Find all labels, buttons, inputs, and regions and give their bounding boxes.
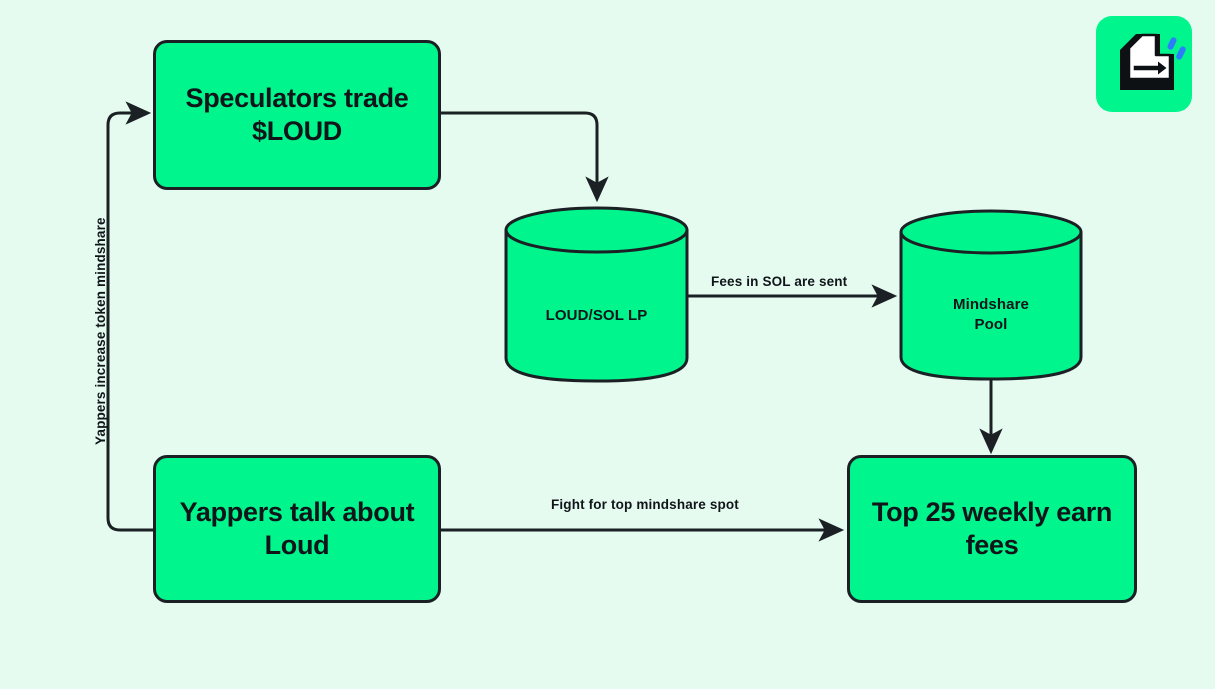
node-label-loud-sol-lp: LOUD/SOL LP <box>545 307 648 324</box>
node-speculators-trade-loud[interactable]: Speculators trade$LOUD <box>153 40 441 190</box>
edge-label-yappers-increase-token-mindshare: Yappers increase token mindshare <box>93 217 108 445</box>
cylinder-loud-sol-lp <box>504 206 689 383</box>
logo-accent-marks <box>1167 37 1186 60</box>
connector-yappers-to-speculators <box>106 101 153 532</box>
cylinder-mindshare-pool <box>899 209 1083 381</box>
connector-speculators-to-lp <box>441 111 609 203</box>
brand-logo-badge[interactable] <box>1096 16 1192 112</box>
edge-label-fees-in-sol-are-sent: Fees in SOL are sent <box>711 274 848 289</box>
edge-label-fight-for-top-mindshare-spot: Fight for top mindshare spot <box>551 497 739 512</box>
document-arrow-icon <box>1120 33 1186 90</box>
